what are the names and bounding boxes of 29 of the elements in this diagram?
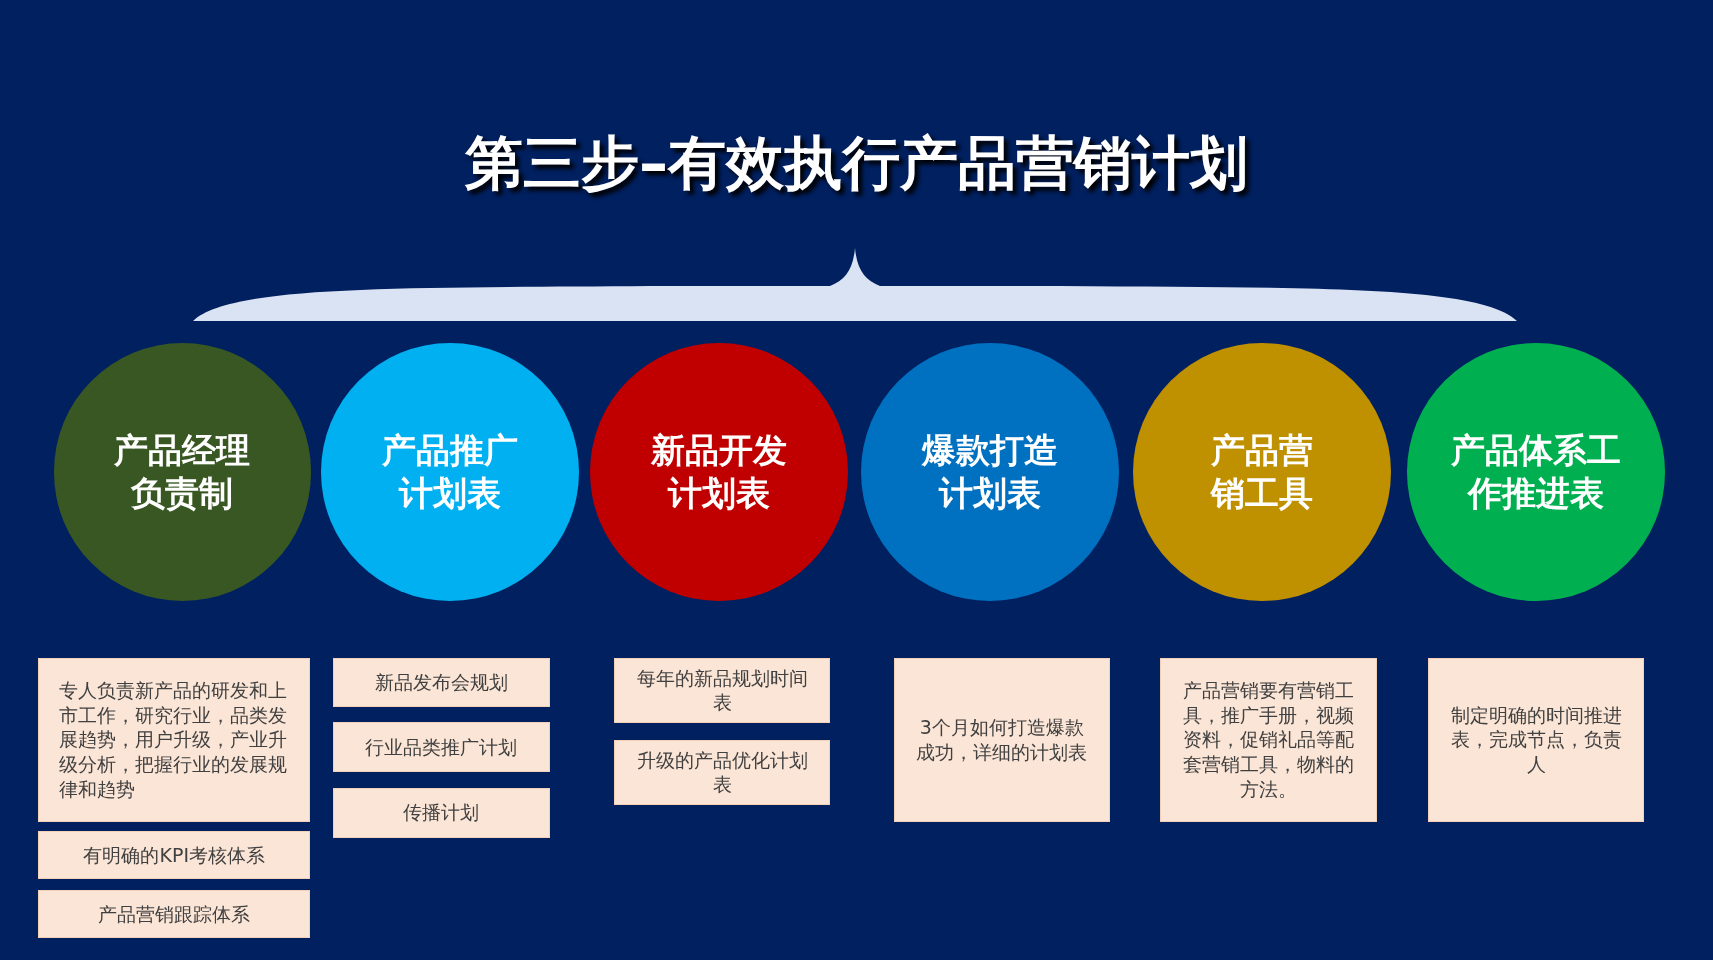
text-card (333, 787, 550, 838)
text-card (613, 739, 831, 806)
text-card (1427, 657, 1645, 822)
circle-label: 产品体系工作推进表 (1450, 429, 1622, 515)
text-card (38, 890, 311, 939)
card-text: 产品营销跟踪体系 (98, 902, 251, 927)
card-text: 新品发布会规划 (374, 669, 508, 695)
text-card (38, 831, 311, 880)
card-text: 传播计划 (403, 800, 480, 826)
text-card (38, 657, 311, 822)
card-text: 有明确的KPI考核体系 (83, 843, 265, 868)
card-text: 升级的产品优化计划表 (635, 747, 809, 798)
circle-label: 产品营销工具 (1209, 429, 1314, 515)
card-text: 产品营销要有营销工具，推广手册，视频资料，促销礼品等配套营销工具，物料的方法。 (1181, 677, 1355, 802)
circle-label: 爆款打造计划表 (920, 429, 1059, 515)
circle-label: 产品经理负责制 (113, 429, 252, 515)
card-text: 3个月如何打造爆款成功，详细的计划表 (915, 714, 1089, 765)
text-card (1160, 657, 1377, 822)
card-text: 专人负责新产品的研发和上市工作，研究行业，品类发展趋势，用户升级，产业升级分析，把握行业的发展规律和趋势 (59, 677, 289, 802)
card-text: 制定明确的时间推进表，完成节点，负责人 (1449, 702, 1623, 777)
card-text: 行业品类推广计划 (365, 734, 518, 760)
circle-label: 产品推广计划表 (381, 429, 520, 515)
card-text: 每年的新品规划时间表 (635, 665, 809, 716)
circle-label: 新品开发计划表 (649, 429, 788, 515)
title: 第三步–有效执行产品营销计划 (464, 128, 1249, 199)
text-card (893, 657, 1110, 822)
text-card (333, 722, 550, 773)
text-card (333, 657, 550, 707)
text-card (613, 657, 831, 724)
